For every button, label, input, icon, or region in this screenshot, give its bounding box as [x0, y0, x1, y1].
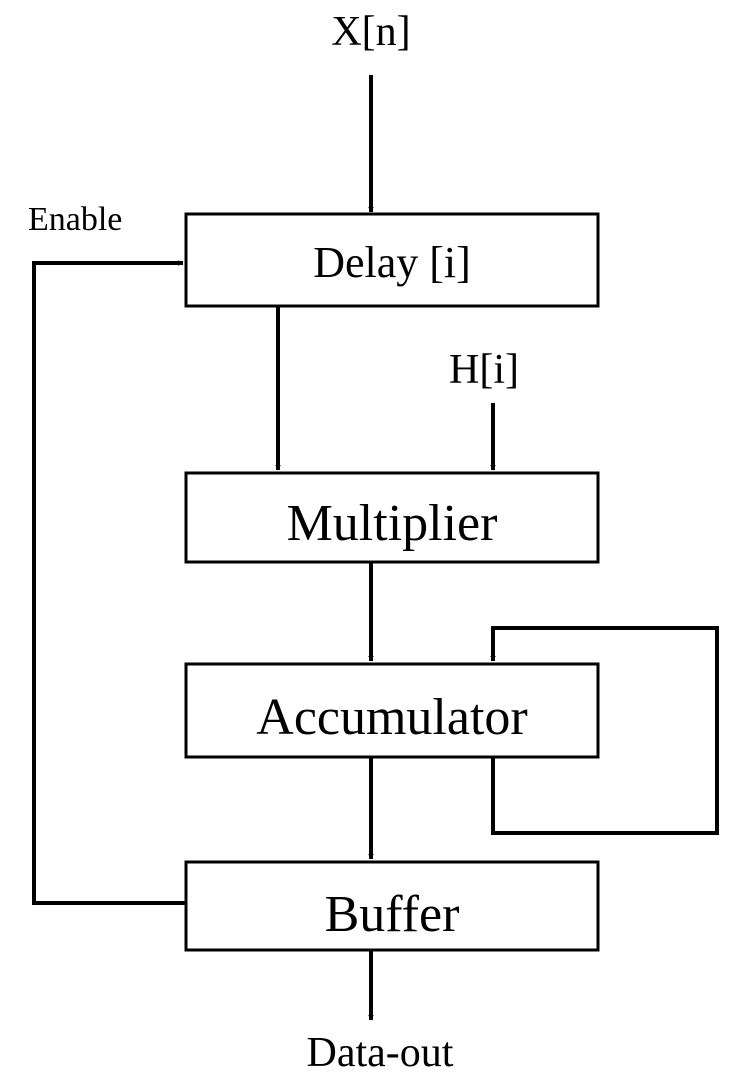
- h-input-label: H[i]: [449, 347, 519, 393]
- x-input-label: X[n]: [331, 9, 410, 55]
- multiplier-block-label: Multiplier: [287, 495, 498, 552]
- accumulator-block: [184, 662, 600, 759]
- buffer-block: [184, 860, 600, 952]
- enable-label: Enable: [28, 201, 122, 238]
- multiplier-block: [184, 471, 600, 564]
- delay-block-label: Delay [i]: [313, 238, 471, 287]
- data-out-label: Data-out: [307, 1030, 454, 1076]
- buffer-block-label: Buffer: [325, 886, 460, 943]
- accumulator-feedback-loop: [490, 626, 719, 835]
- accumulator-block-label: Accumulator: [256, 689, 527, 746]
- delay-block: [184, 212, 600, 308]
- enable-feedback-line: [32, 260, 186, 905]
